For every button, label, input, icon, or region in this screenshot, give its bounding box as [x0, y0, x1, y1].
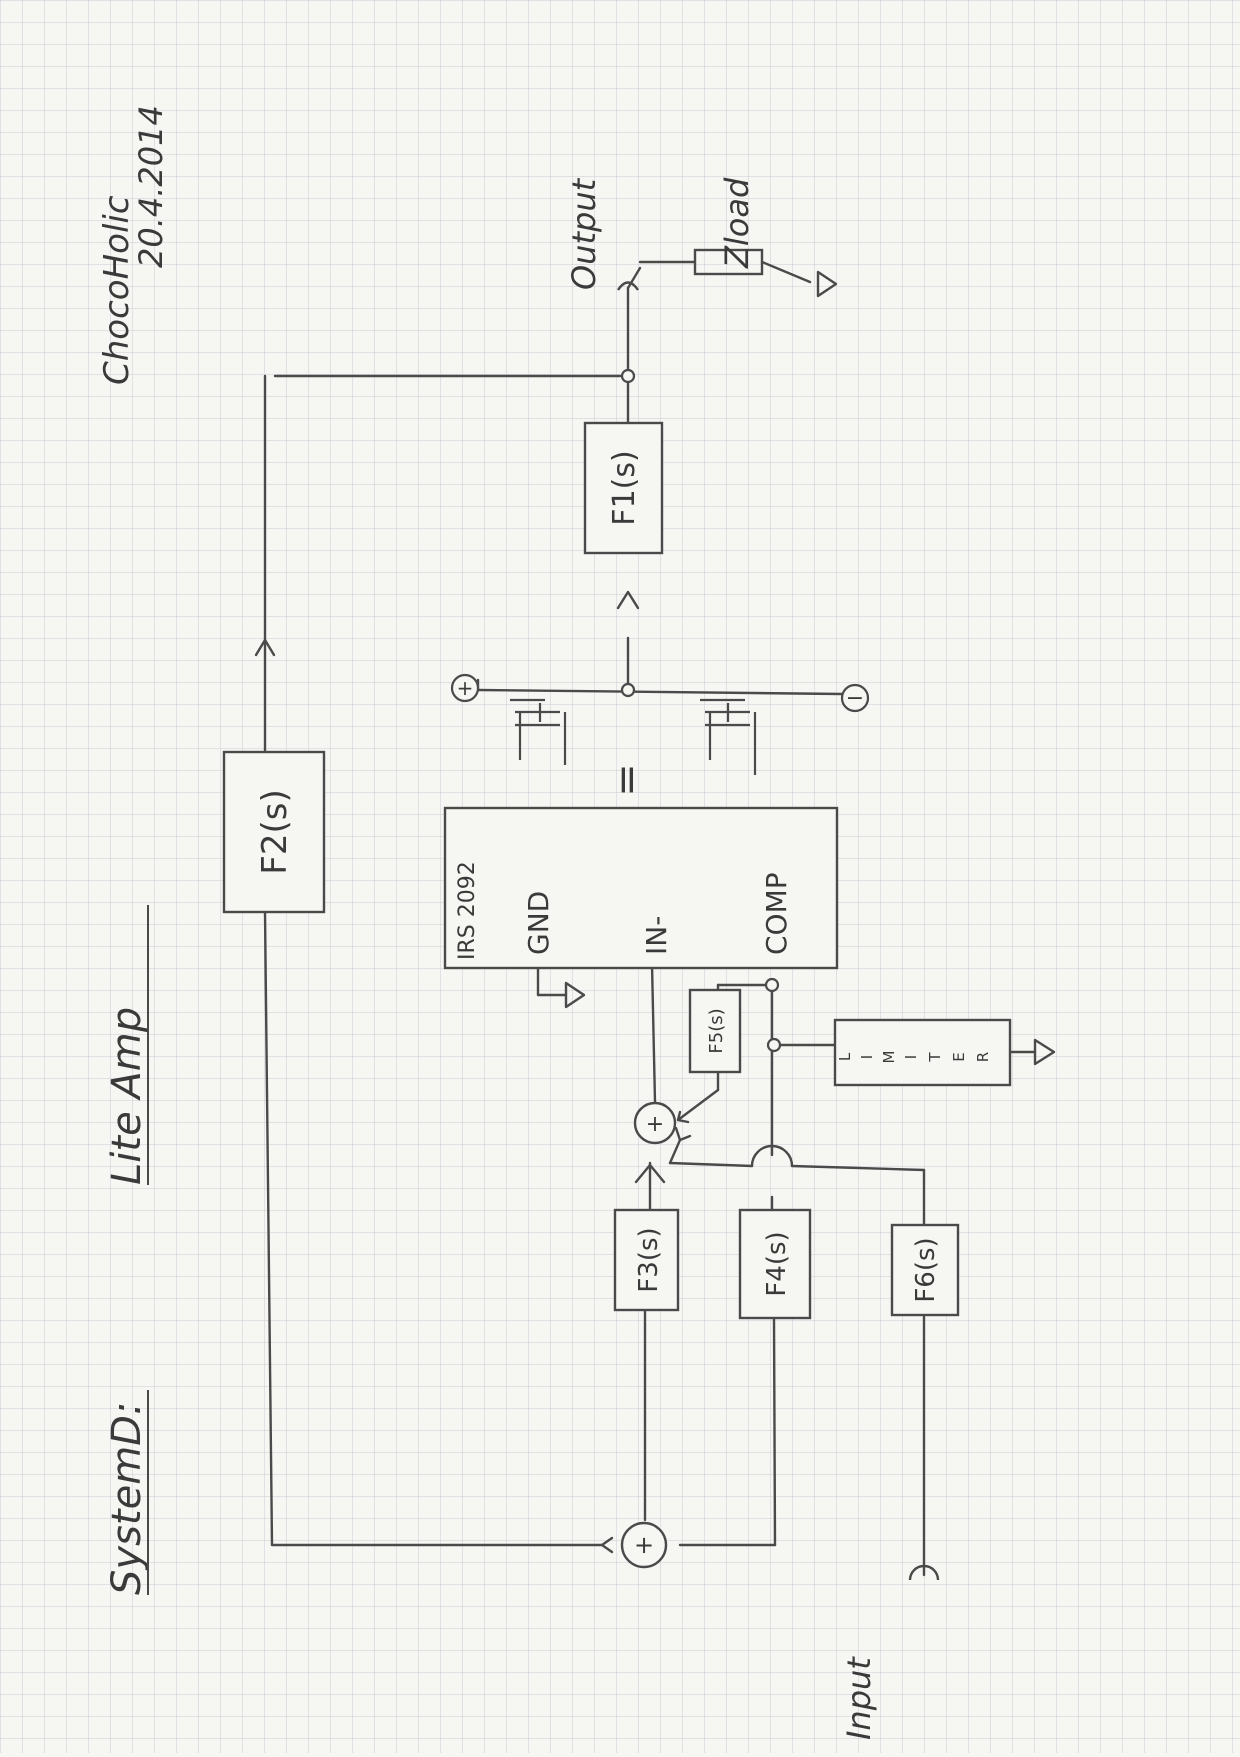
limiter-letter: I — [902, 1055, 920, 1059]
blocks — [222, 421, 1012, 1320]
summer-input — [620, 1521, 668, 1569]
block-labels: F1(s) F2(s) F3(s) F4(s) F5(s) F6(s) — [255, 450, 941, 1302]
ground-icon — [816, 270, 838, 298]
author-name: ChocoHolic — [97, 195, 137, 385]
junction-dot — [766, 1037, 782, 1053]
ic-pin-gnd: GND — [522, 891, 555, 955]
ground-icon — [1033, 1038, 1056, 1066]
load-label: Zload — [718, 177, 756, 269]
block-f1 — [583, 421, 664, 555]
label-f5: F5(s) — [706, 1008, 727, 1053]
summer-input-sign: + — [634, 1531, 654, 1559]
block-f2 — [222, 750, 326, 914]
summing-junctions — [620, 1101, 677, 1569]
summer-inner-sign: + — [646, 1112, 664, 1137]
input-terminal-icon — [908, 1564, 940, 1581]
label-f1: F1(s) — [607, 450, 642, 525]
negative-rail-icon — [840, 683, 870, 713]
output-label: Output — [565, 177, 603, 290]
ground-icon — [564, 981, 586, 1009]
limiter-block — [833, 1018, 1012, 1087]
summer-inner — [633, 1101, 677, 1145]
load-resistor — [693, 248, 764, 276]
signal-arrows — [254, 590, 692, 1554]
ic-part-number: IRS 2092 — [455, 861, 480, 960]
system-name: Lite Amp — [104, 1007, 150, 1185]
input-label: Input — [840, 1656, 878, 1740]
limiter-letter: I — [858, 1055, 876, 1059]
limiter-letter: R — [974, 1052, 992, 1062]
limiter-letter: E — [950, 1052, 968, 1061]
output-terminal-icon — [617, 281, 639, 291]
mosfet-high — [510, 698, 567, 765]
limiter-letters: L I M I T E R — [836, 1051, 992, 1064]
ic-irs2092 — [443, 806, 839, 970]
negative-rail-sign: − — [846, 686, 864, 711]
junction-dot — [764, 977, 780, 993]
positive-rail-icon — [450, 673, 480, 703]
junction-dot — [620, 682, 636, 698]
bridge-equals: = — [604, 763, 650, 797]
positive-rail-sign: + — [457, 676, 474, 700]
label-f2: F2(s) — [255, 789, 295, 874]
ic-labels: IRS 2092 GND IN- COMP — [455, 861, 793, 960]
rails — [450, 673, 870, 713]
author-date: 20.4.2014 — [132, 105, 170, 268]
block-f5 — [688, 988, 742, 1074]
block-f6 — [890, 1223, 960, 1317]
ground-symbols — [564, 270, 1056, 1066]
limiter-letter: M — [880, 1051, 898, 1064]
limiter-letter: L — [836, 1052, 854, 1061]
wires — [263, 260, 1037, 1577]
ic-pin-in: IN- — [640, 916, 673, 955]
label-f3: F3(s) — [634, 1227, 664, 1292]
block-f3 — [613, 1208, 680, 1312]
junctions — [620, 368, 782, 1053]
limiter-letter: T — [926, 1052, 944, 1063]
output-connector — [617, 248, 764, 291]
label-f4: F4(s) — [762, 1231, 792, 1296]
mosfet-low — [700, 698, 757, 775]
label-f6: F6(s) — [911, 1237, 941, 1302]
page-title: SystemD: — [104, 1402, 150, 1595]
block-f4 — [738, 1208, 812, 1320]
ic-pin-comp: COMP — [760, 872, 793, 955]
junction-dot — [620, 368, 636, 384]
